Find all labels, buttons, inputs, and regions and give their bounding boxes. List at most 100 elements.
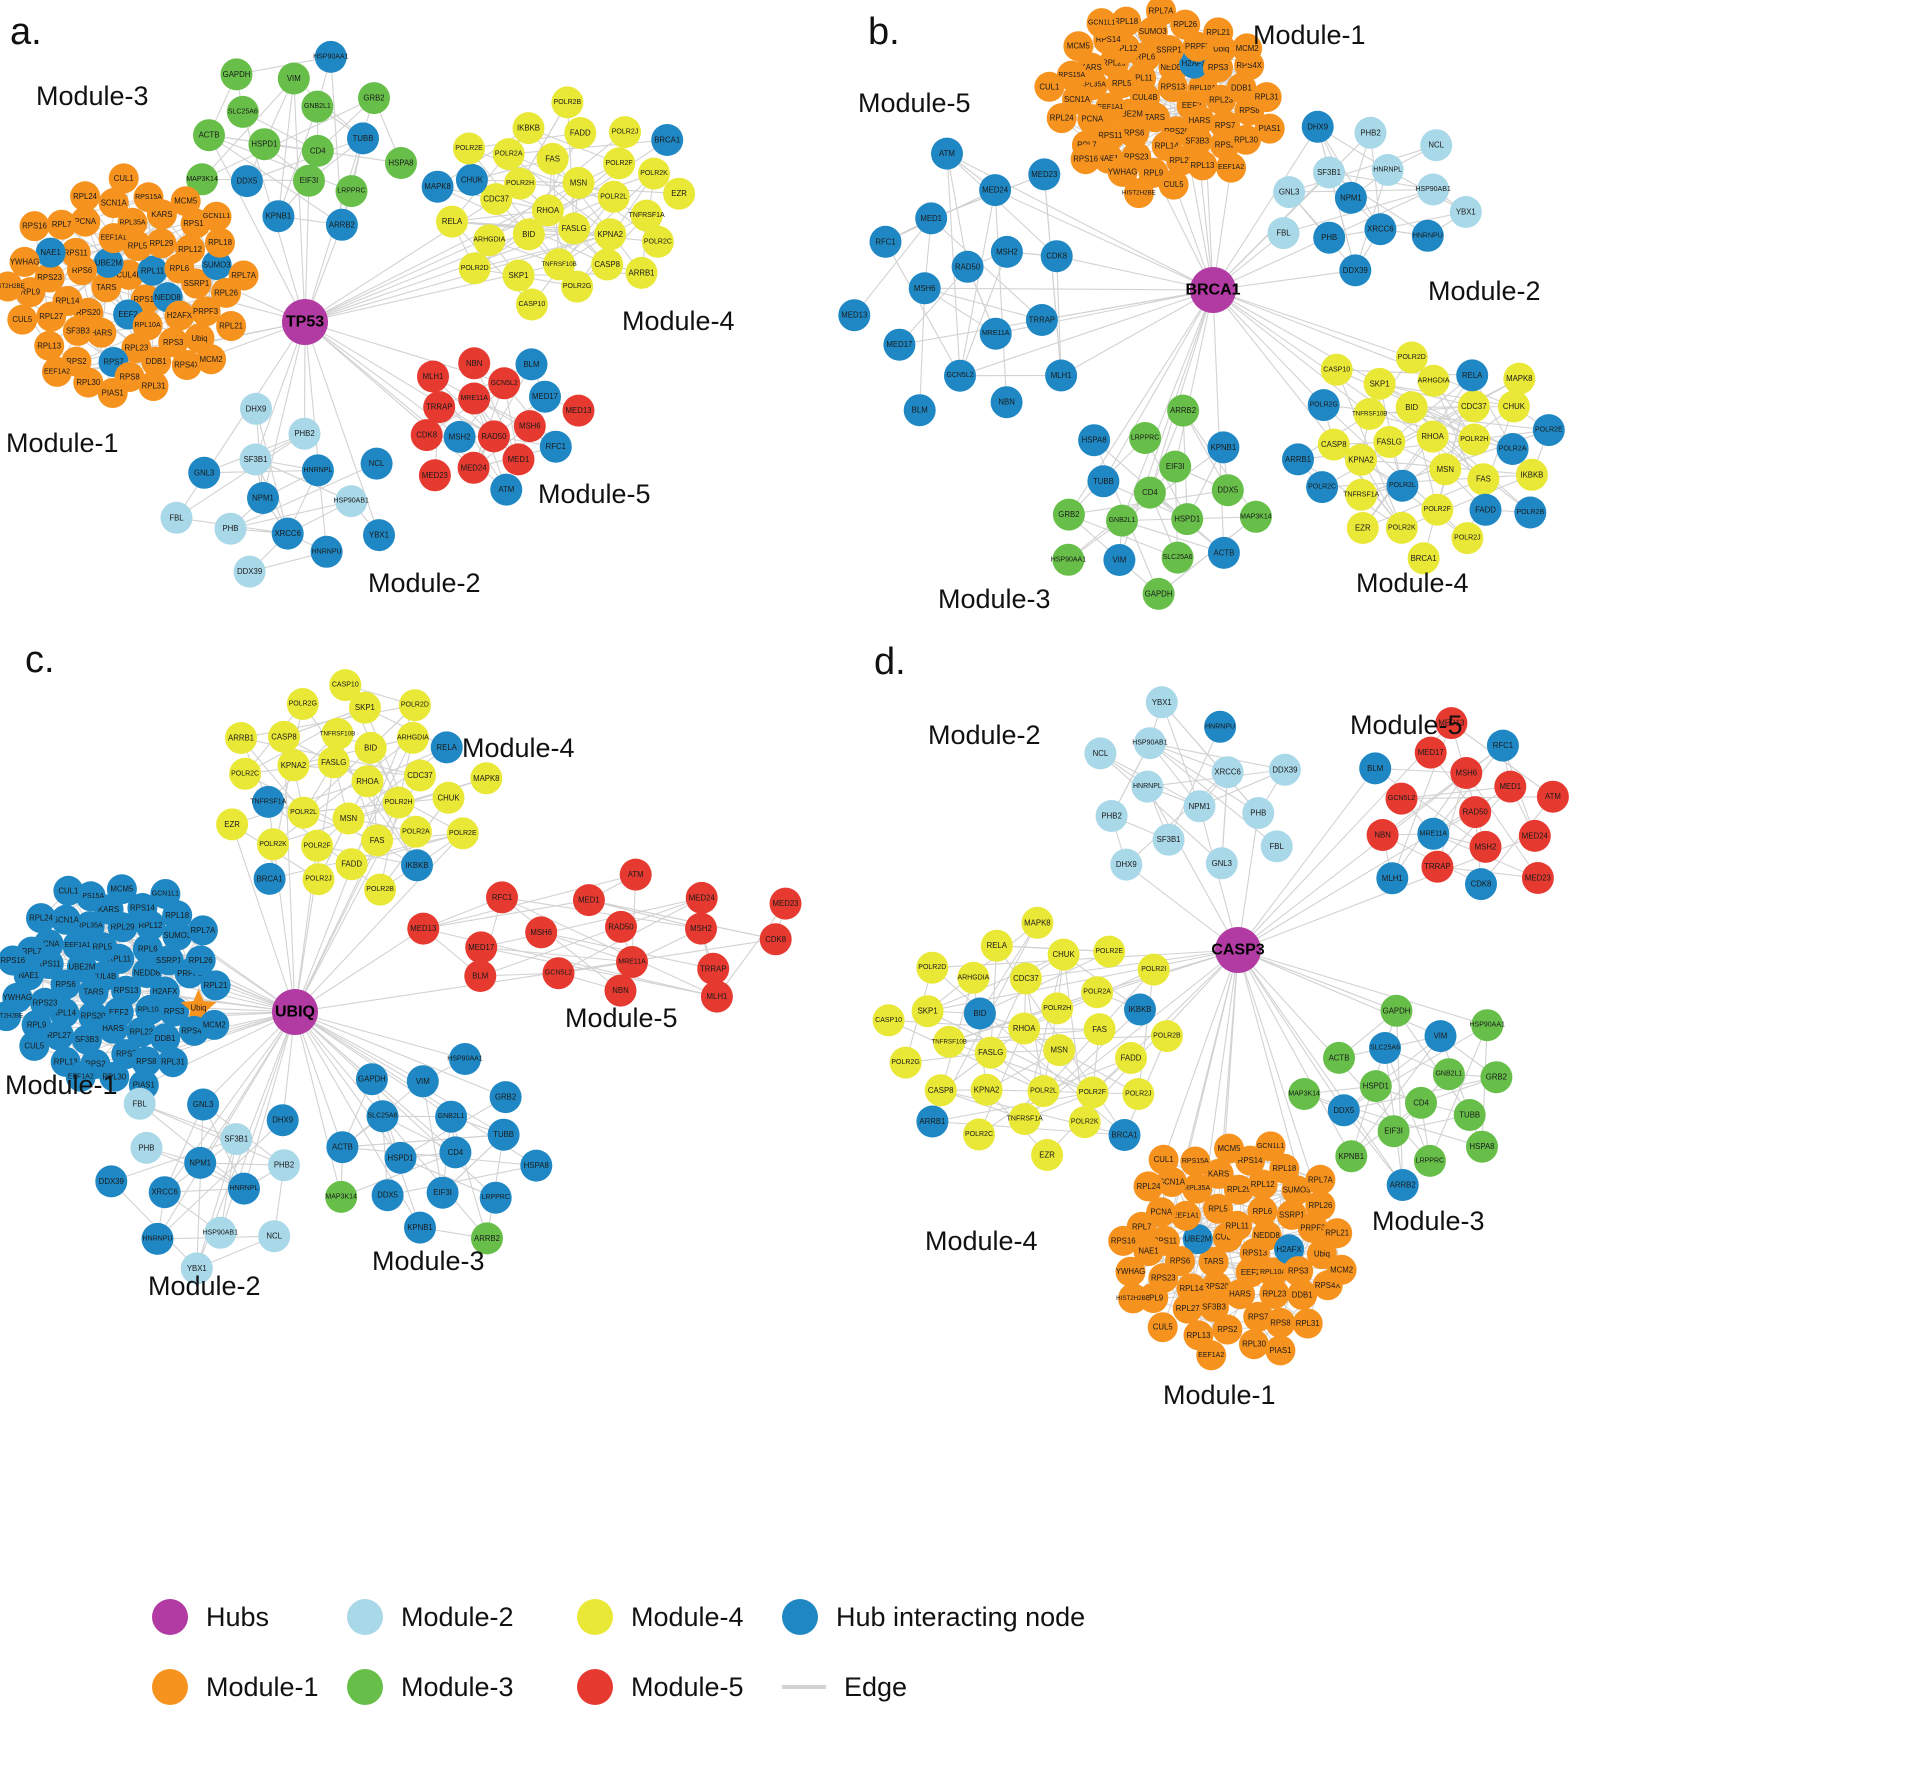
node[interactable] bbox=[1046, 103, 1077, 134]
node[interactable] bbox=[889, 1046, 922, 1079]
node[interactable] bbox=[404, 1211, 436, 1244]
node[interactable] bbox=[42, 356, 72, 387]
node[interactable] bbox=[435, 1100, 468, 1133]
node[interactable] bbox=[663, 177, 696, 210]
node[interactable] bbox=[1339, 254, 1372, 287]
node[interactable] bbox=[406, 1065, 439, 1098]
node[interactable] bbox=[418, 459, 451, 492]
node[interactable] bbox=[1123, 178, 1154, 209]
node[interactable] bbox=[436, 205, 468, 238]
node[interactable] bbox=[108, 163, 139, 194]
node[interactable] bbox=[1255, 1131, 1286, 1162]
node[interactable] bbox=[1292, 1308, 1323, 1339]
node[interactable] bbox=[271, 517, 304, 550]
node[interactable] bbox=[1133, 1236, 1164, 1267]
node[interactable] bbox=[1180, 1146, 1211, 1177]
node[interactable] bbox=[1146, 0, 1176, 26]
node[interactable] bbox=[1265, 1335, 1296, 1366]
node[interactable] bbox=[1346, 512, 1379, 544]
node[interactable] bbox=[186, 163, 219, 196]
node[interactable] bbox=[364, 873, 397, 906]
node[interactable] bbox=[201, 201, 232, 232]
node[interactable] bbox=[1043, 1034, 1076, 1067]
node[interactable] bbox=[73, 367, 104, 398]
node[interactable] bbox=[354, 731, 387, 764]
node[interactable] bbox=[1063, 31, 1094, 62]
node[interactable] bbox=[980, 929, 1013, 962]
node[interactable] bbox=[1471, 1009, 1504, 1042]
node[interactable] bbox=[70, 206, 101, 237]
node[interactable] bbox=[1251, 1220, 1282, 1251]
node[interactable] bbox=[515, 348, 548, 381]
node[interactable] bbox=[486, 881, 518, 914]
node[interactable] bbox=[95, 1165, 128, 1198]
node[interactable] bbox=[1056, 60, 1087, 91]
node[interactable] bbox=[351, 765, 384, 798]
node[interactable] bbox=[455, 163, 488, 196]
node[interactable] bbox=[214, 512, 247, 545]
node[interactable] bbox=[0, 271, 23, 302]
node[interactable] bbox=[562, 394, 595, 427]
node[interactable] bbox=[916, 1105, 949, 1138]
node[interactable] bbox=[188, 456, 221, 489]
node[interactable] bbox=[220, 58, 253, 91]
node[interactable] bbox=[384, 1141, 417, 1174]
node[interactable] bbox=[1429, 453, 1462, 486]
node[interactable] bbox=[1159, 450, 1192, 483]
node[interactable] bbox=[1106, 504, 1138, 537]
node[interactable] bbox=[1305, 1164, 1336, 1195]
node[interactable] bbox=[1322, 1218, 1353, 1249]
node[interactable] bbox=[1203, 1158, 1234, 1189]
node[interactable] bbox=[366, 1100, 399, 1133]
node[interactable] bbox=[363, 519, 395, 552]
node[interactable] bbox=[164, 300, 195, 331]
node[interactable] bbox=[71, 1024, 102, 1055]
node[interactable] bbox=[106, 874, 137, 905]
node[interactable] bbox=[430, 731, 463, 764]
node[interactable] bbox=[561, 270, 594, 303]
node[interactable] bbox=[1254, 113, 1285, 144]
node[interactable] bbox=[1345, 478, 1378, 511]
node[interactable] bbox=[1536, 780, 1569, 813]
node[interactable] bbox=[1242, 797, 1275, 829]
node[interactable] bbox=[512, 112, 545, 145]
node[interactable] bbox=[488, 367, 521, 400]
node[interactable] bbox=[480, 183, 513, 216]
node[interactable] bbox=[1232, 33, 1263, 64]
node[interactable] bbox=[398, 689, 431, 722]
node[interactable] bbox=[916, 951, 949, 984]
node[interactable] bbox=[302, 863, 335, 896]
node[interactable] bbox=[1081, 976, 1114, 1009]
node[interactable] bbox=[1198, 1246, 1229, 1277]
node[interactable] bbox=[1031, 1139, 1064, 1171]
node[interactable] bbox=[1288, 1078, 1321, 1110]
node[interactable] bbox=[187, 915, 218, 946]
node[interactable] bbox=[1172, 1293, 1203, 1324]
node[interactable] bbox=[759, 923, 792, 956]
node[interactable] bbox=[700, 980, 733, 1013]
node[interactable] bbox=[146, 228, 177, 259]
node[interactable] bbox=[1435, 707, 1468, 740]
node[interactable] bbox=[1021, 906, 1054, 939]
node[interactable] bbox=[1345, 443, 1377, 476]
node[interactable] bbox=[1521, 862, 1554, 894]
node[interactable] bbox=[685, 912, 717, 945]
node[interactable] bbox=[230, 165, 263, 198]
node[interactable] bbox=[1203, 17, 1234, 48]
node[interactable] bbox=[609, 116, 641, 149]
node[interactable] bbox=[44, 1020, 75, 1051]
node[interactable] bbox=[1239, 500, 1272, 533]
node[interactable] bbox=[1469, 830, 1502, 863]
node[interactable] bbox=[141, 1222, 174, 1255]
node[interactable] bbox=[1107, 156, 1138, 187]
node[interactable] bbox=[287, 796, 320, 829]
node[interactable] bbox=[525, 916, 558, 949]
node[interactable] bbox=[180, 1252, 213, 1285]
node[interactable] bbox=[93, 247, 124, 278]
hub-circle[interactable] bbox=[272, 989, 318, 1035]
node[interactable] bbox=[470, 762, 503, 795]
node[interactable] bbox=[838, 299, 871, 332]
node[interactable] bbox=[1323, 1041, 1355, 1074]
node[interactable] bbox=[98, 188, 129, 219]
node[interactable] bbox=[1385, 511, 1418, 544]
